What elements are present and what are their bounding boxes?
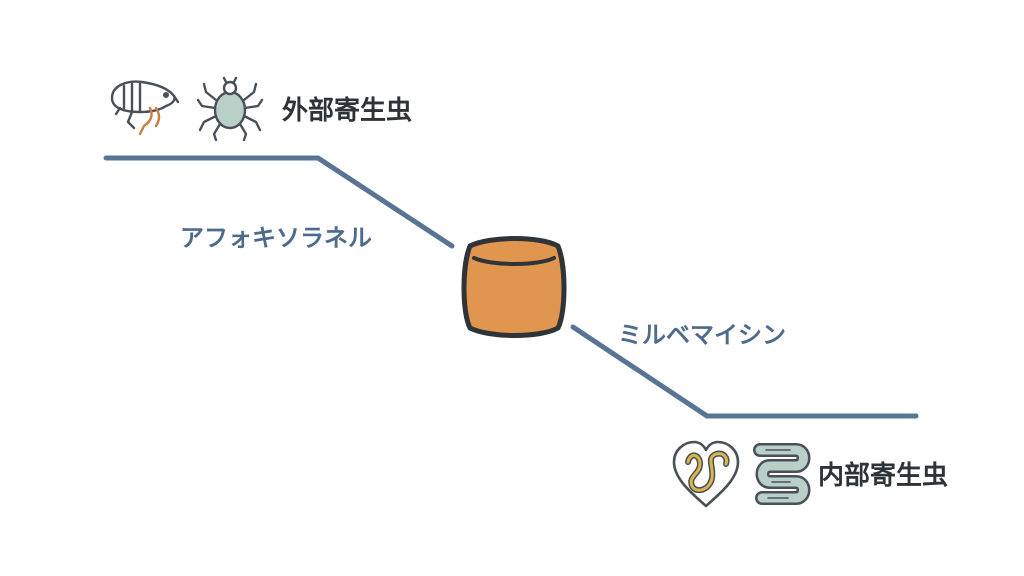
intestinal-worm-icon (753, 443, 811, 505)
lower-connector-line (570, 324, 919, 419)
tick-icon (196, 76, 264, 142)
heartworm-icon (672, 440, 740, 508)
internal-parasites-label: 内部寄生虫 (818, 461, 949, 491)
flea-icon (110, 80, 180, 136)
upper-connector-line (103, 155, 455, 249)
milbemycin-label: ミルベマイシン (618, 321, 786, 349)
afoxolaner-label: アフォキソラネル (180, 224, 372, 252)
chewable-tablet-icon (461, 236, 567, 338)
external-parasites-label: 外部寄生虫 (282, 96, 413, 126)
